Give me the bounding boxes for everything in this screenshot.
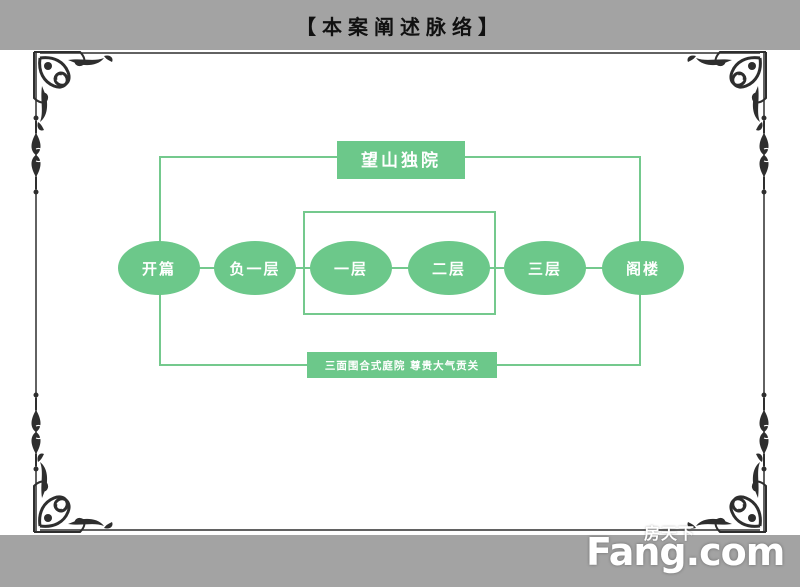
node-label: 三层	[528, 260, 562, 278]
slogan-text: 三面围合式庭院 尊贵大气贡关	[325, 359, 479, 372]
flourish-corner-icon	[685, 50, 768, 133]
ornamental-frame	[30, 50, 772, 534]
node-label: 一层	[334, 260, 368, 278]
header-bar: 【本案阐述脉络】	[0, 0, 800, 50]
node-label: 阁楼	[626, 260, 660, 278]
flourish-side-icon	[30, 391, 44, 473]
node-attic: 阁楼	[602, 241, 684, 295]
flourish-corner-icon	[32, 451, 115, 534]
node-basement: 负一层	[214, 241, 296, 295]
watermark-logo: 房天下 Fang.com	[586, 520, 786, 580]
node-label: 负一层	[229, 260, 280, 278]
node-label: 开篇	[142, 260, 176, 278]
node-floor-2: 二层	[408, 241, 490, 295]
slogan-box	[307, 352, 497, 378]
diagram-title: 望山独院	[361, 150, 441, 171]
node-label: 二层	[432, 260, 466, 278]
node-floor-1: 一层	[310, 241, 392, 295]
watermark-en: Fang.com	[586, 530, 785, 574]
flourish-corner-icon	[32, 50, 115, 133]
node-kaipian: 开篇	[118, 241, 200, 295]
page-title: 【本案阐述脉络】	[296, 14, 504, 39]
diagram-title-box	[337, 141, 465, 179]
node-floor-3: 三层	[504, 241, 586, 295]
watermark-cn: 房天下	[644, 524, 696, 543]
footer-bar	[0, 535, 800, 587]
